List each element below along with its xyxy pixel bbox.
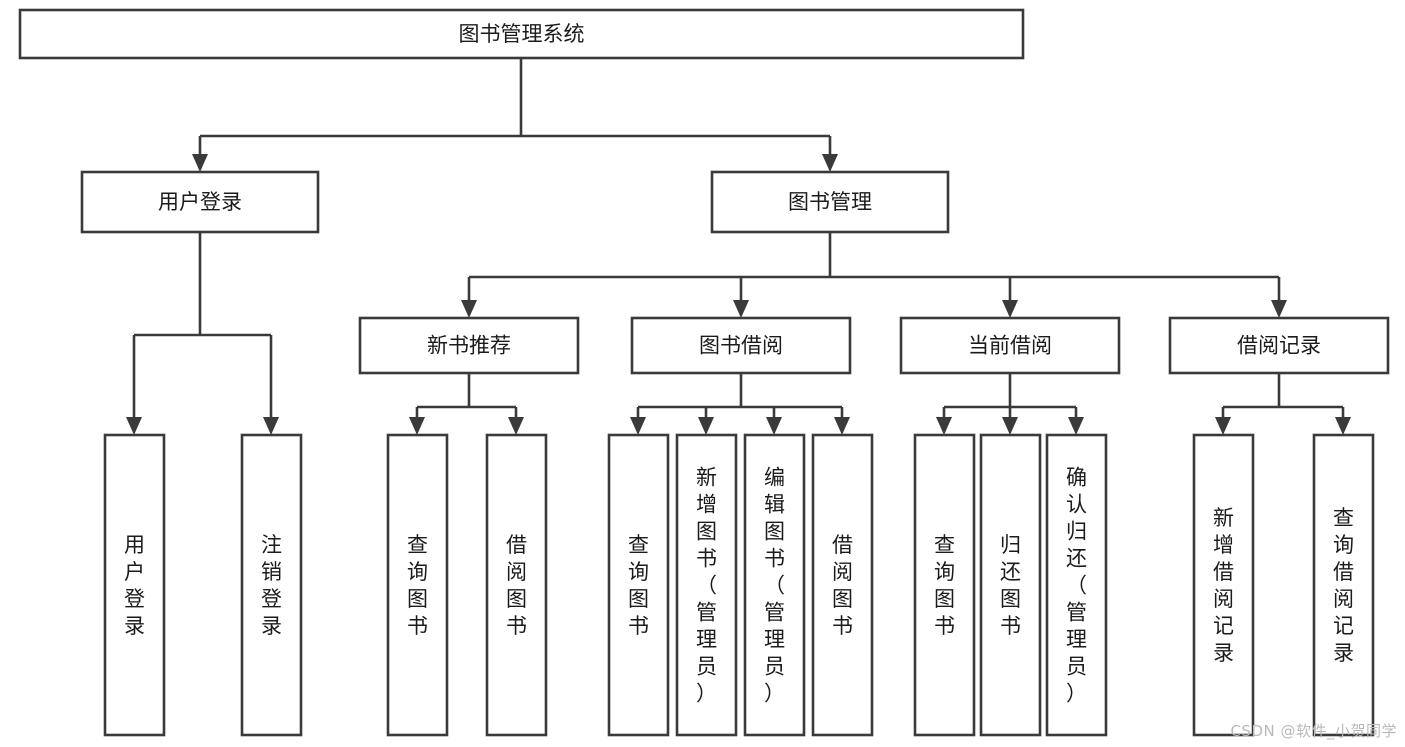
node-box-user-login-do <box>103 433 166 737</box>
node-borrow-record[interactable]: 借阅记录 <box>1168 316 1390 375</box>
arrow-head-icon <box>508 417 524 435</box>
node-box-br-add-record <box>1192 433 1255 737</box>
arrow-head-icon <box>409 417 425 435</box>
node-box-nbr-query-book <box>386 433 449 737</box>
node-br-add-record[interactable]: 新增借阅记录 <box>1192 433 1255 737</box>
node-box-cb-query-book <box>913 433 976 737</box>
node-root[interactable]: 图书管理系统 <box>18 8 1025 60</box>
node-br-query-record[interactable]: 查询借阅记录 <box>1312 433 1375 737</box>
node-box-cb-confirm-return <box>1045 433 1108 737</box>
arrow-head-icon <box>936 417 952 435</box>
node-bb-query-book[interactable]: 查询图书 <box>607 433 670 737</box>
node-label-book-borrow: 图书借阅 <box>699 334 783 358</box>
arrow-head-icon <box>192 154 208 172</box>
node-label-bb-add-book: 新增图书（管理员） <box>696 466 717 706</box>
arrow-head-icon <box>1271 300 1287 318</box>
node-book-borrow[interactable]: 图书借阅 <box>630 316 852 375</box>
arrow-head-icon <box>1002 300 1018 318</box>
arrow-head-icon <box>1002 417 1018 435</box>
node-current-borrow[interactable]: 当前借阅 <box>899 316 1121 375</box>
node-book-manage[interactable]: 图书管理 <box>710 170 950 234</box>
node-label-bb-borrow-book: 借阅图书 <box>832 533 853 638</box>
node-label-bb-query-book: 查询图书 <box>628 533 649 638</box>
node-label-cb-confirm-return: 确认归还（管理员） <box>1066 466 1087 706</box>
node-label-user-logout: 注销登录 <box>261 533 282 638</box>
arrow-head-icon <box>1215 417 1231 435</box>
node-nbr-borrow-book[interactable]: 借阅图书 <box>485 433 548 737</box>
node-label-cb-query-book: 查询图书 <box>934 533 955 638</box>
arrow-head-icon <box>698 417 714 435</box>
node-box-root <box>18 8 1025 60</box>
node-user-logout[interactable]: 注销登录 <box>240 433 303 737</box>
node-label-cb-return-book: 归还图书 <box>1000 533 1021 638</box>
arrow-head-icon <box>126 417 142 435</box>
node-box-bb-edit-book <box>743 433 806 737</box>
node-box-current-borrow <box>899 316 1121 375</box>
node-label-user-login-do: 用户登录 <box>124 533 145 638</box>
arrow-head-icon <box>1335 417 1351 435</box>
node-box-book-manage <box>710 170 950 234</box>
node-label-br-query-record: 查询借阅记录 <box>1333 506 1354 665</box>
node-cb-query-book[interactable]: 查询图书 <box>913 433 976 737</box>
node-box-user-logout <box>240 433 303 737</box>
node-cb-confirm-return[interactable]: 确认归还（管理员） <box>1045 433 1108 737</box>
node-label-root: 图书管理系统 <box>459 22 585 46</box>
node-box-bb-add-book <box>675 433 738 737</box>
node-box-user-login <box>80 170 320 234</box>
node-label-borrow-record: 借阅记录 <box>1237 334 1321 358</box>
node-box-br-query-record <box>1312 433 1375 737</box>
node-bb-add-book[interactable]: 新增图书（管理员） <box>675 433 738 737</box>
arrow-head-icon <box>766 417 782 435</box>
node-cb-return-book[interactable]: 归还图书 <box>979 433 1042 737</box>
node-box-borrow-record <box>1168 316 1390 375</box>
watermark-text: CSDN @软件_小贺同学 <box>1230 722 1397 740</box>
node-box-bb-query-book <box>607 433 670 737</box>
arrow-head-icon <box>1068 417 1084 435</box>
node-user-login-do[interactable]: 用户登录 <box>103 433 166 737</box>
node-label-book-manage: 图书管理 <box>788 190 872 214</box>
node-new-book-recommend[interactable]: 新书推荐 <box>358 316 580 375</box>
node-label-nbr-borrow-book: 借阅图书 <box>506 533 527 638</box>
node-bb-borrow-book[interactable]: 借阅图书 <box>811 433 874 737</box>
node-bb-edit-book[interactable]: 编辑图书（管理员） <box>743 433 806 737</box>
arrow-head-icon <box>630 417 646 435</box>
node-label-current-borrow: 当前借阅 <box>968 334 1052 358</box>
node-label-bb-edit-book: 编辑图书（管理员） <box>764 466 785 706</box>
arrow-head-icon <box>733 300 749 318</box>
node-box-cb-return-book <box>979 433 1042 737</box>
node-label-new-book-recommend: 新书推荐 <box>427 334 511 358</box>
arrow-head-icon <box>834 417 850 435</box>
arrow-head-icon <box>263 417 279 435</box>
node-box-bb-borrow-book <box>811 433 874 737</box>
node-label-user-login: 用户登录 <box>158 190 242 214</box>
node-box-new-book-recommend <box>358 316 580 375</box>
node-label-br-add-record: 新增借阅记录 <box>1213 506 1234 665</box>
arrow-head-icon <box>461 300 477 318</box>
node-user-login[interactable]: 用户登录 <box>80 170 320 234</box>
node-box-book-borrow <box>630 316 852 375</box>
arrow-head-icon <box>822 154 838 172</box>
node-label-nbr-query-book: 查询图书 <box>407 533 428 638</box>
node-nbr-query-book[interactable]: 查询图书 <box>386 433 449 737</box>
node-box-nbr-borrow-book <box>485 433 548 737</box>
